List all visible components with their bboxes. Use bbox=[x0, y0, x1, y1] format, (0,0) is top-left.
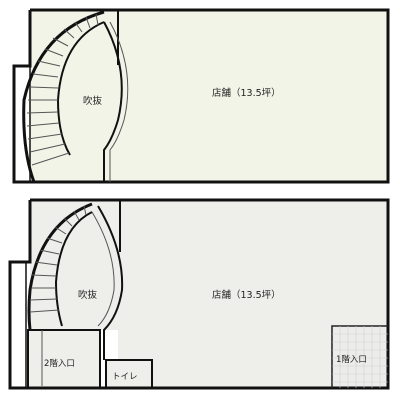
upper-void-curve-inner bbox=[109, 21, 129, 182]
upper-stair-outer bbox=[22, 10, 105, 183]
upper-void-label: 吹抜 bbox=[83, 95, 103, 107]
lower-outer-wall bbox=[8, 198, 390, 390]
lower-entrance-1f-label: 1階入口 bbox=[336, 354, 367, 365]
lower-void-area bbox=[30, 200, 118, 330]
lower-entrance-1f-tile bbox=[332, 326, 388, 388]
lower-void-curve bbox=[97, 205, 124, 360]
lower-toilet-area bbox=[106, 360, 152, 388]
lower-void-label: 吹抜 bbox=[78, 289, 98, 301]
upper-shop-area bbox=[118, 10, 388, 182]
lower-void-curve-inner bbox=[91, 211, 115, 327]
upper-outer-wall bbox=[30, 8, 390, 184]
lower-toilet-wall bbox=[105, 359, 153, 389]
lower-stair-inner bbox=[54, 211, 93, 327]
upper-floor-plan: 吹抜 店舗（13.5坪） bbox=[12, 8, 390, 184]
lower-entrance-1f-area bbox=[332, 326, 388, 388]
lower-stair-outer bbox=[27, 202, 93, 331]
lower-entrance-1f-wall bbox=[331, 325, 388, 388]
upper-void-curve bbox=[103, 21, 123, 182]
lower-floor-plan: 吹抜 店舗（13.5坪） 2階入口 トイレ 1階入口 bbox=[8, 198, 390, 390]
upper-stair-inner bbox=[56, 21, 105, 156]
upper-stair-treads bbox=[26, 13, 99, 166]
upper-shop-label: 店舗（13.5坪） bbox=[212, 87, 281, 99]
lower-entrance-2f-area bbox=[28, 330, 100, 388]
upper-left-wall bbox=[12, 10, 32, 184]
lower-toilet-label: トイレ bbox=[112, 372, 138, 382]
lower-shop-label: 店舗（13.5坪） bbox=[212, 289, 281, 301]
lower-entrance-2f-label: 2階入口 bbox=[44, 358, 75, 369]
lower-entrance-2f-wall bbox=[27, 329, 101, 389]
lower-stair-treads bbox=[29, 205, 87, 313]
